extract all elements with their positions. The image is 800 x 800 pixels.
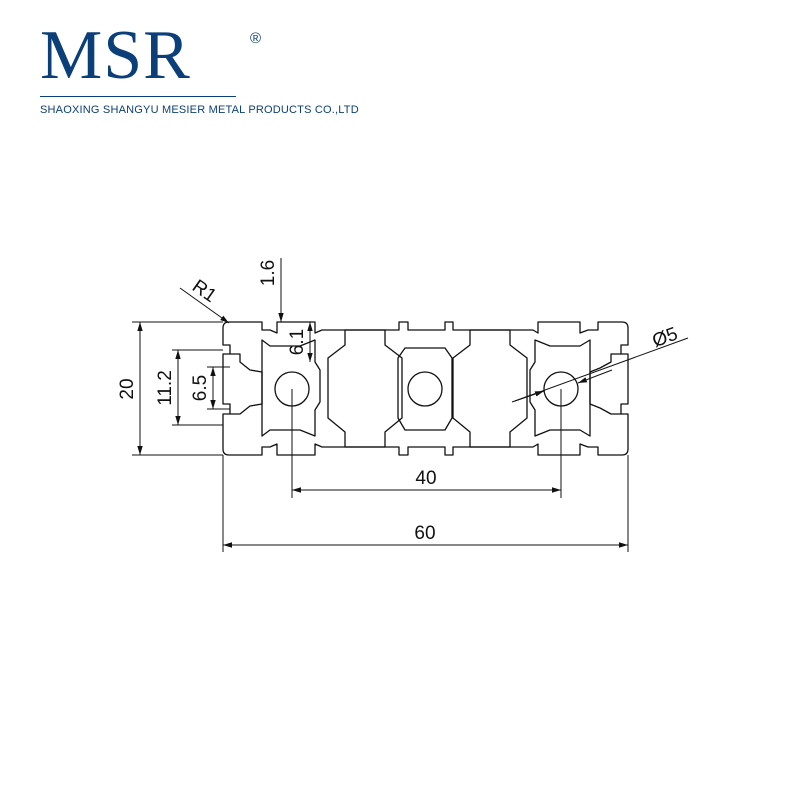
profile-outline	[222, 321, 629, 456]
dim-slot-opening-label: 6.5	[190, 375, 211, 401]
left-slot-cavity	[230, 353, 263, 415]
right-slot-cavity	[589, 353, 621, 415]
dim-slot-outer-label: 11.2	[155, 370, 176, 406]
dim-slot-depth-label: 6.1	[287, 329, 308, 355]
registered-mark: ®	[250, 30, 262, 47]
left-cavity	[327, 329, 403, 448]
company-name: SHAOXING SHANGYU MESIER METAL PRODUCTS C…	[40, 104, 359, 116]
brand-logo: MSR ®	[40, 16, 261, 96]
dim-hole-diameter-label: Ø5	[650, 324, 681, 352]
dim-hole-spacing-label: 40	[415, 468, 436, 489]
logo-underline	[40, 96, 236, 97]
right-cavity	[452, 329, 528, 448]
dim-wall-label: 1.6	[258, 260, 279, 286]
center-hole	[407, 371, 443, 407]
right-core	[529, 339, 591, 437]
left-core	[261, 339, 321, 437]
center-core	[397, 347, 453, 431]
dim-width-label: 60	[414, 523, 435, 544]
logo-text: MSR	[40, 17, 191, 94]
dim-height-label: 20	[117, 378, 138, 399]
dim-radius-label: R1	[188, 276, 220, 307]
